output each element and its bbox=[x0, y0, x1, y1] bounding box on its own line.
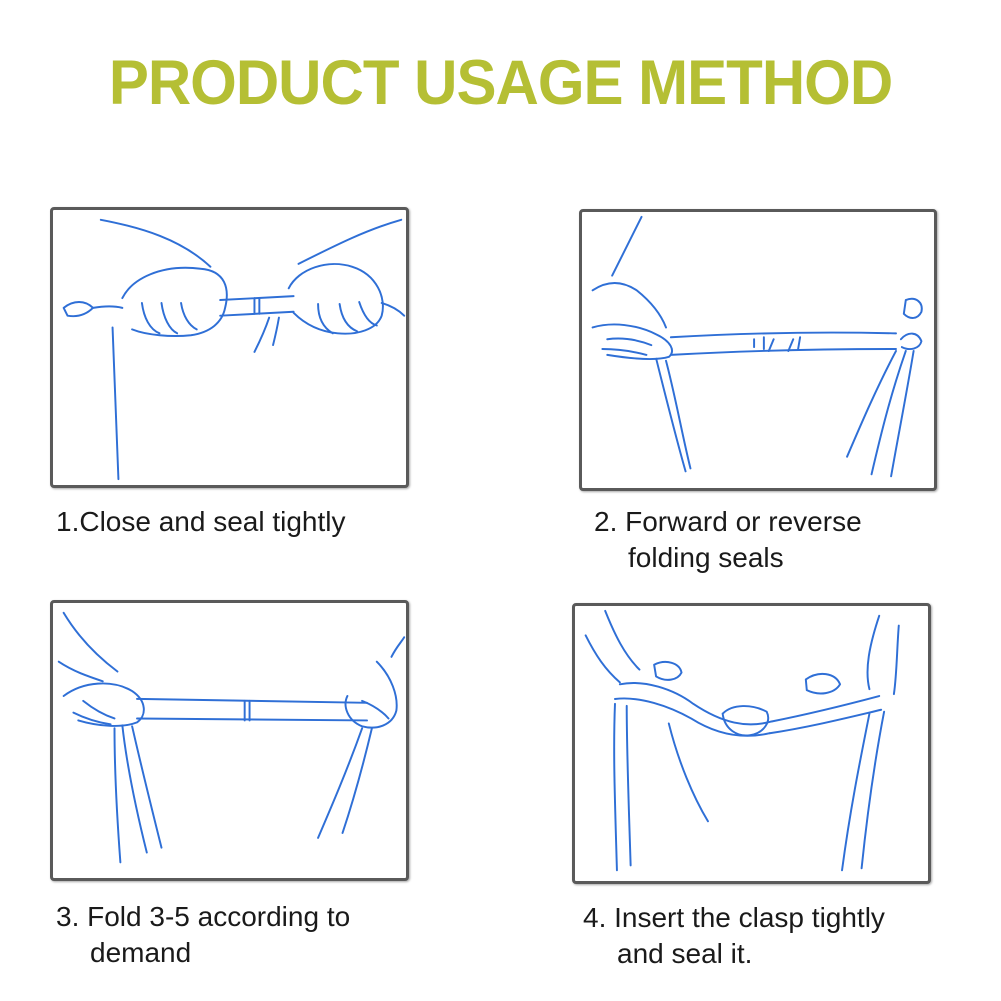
step-3-caption-line-2: demand bbox=[90, 937, 192, 968]
hands-folding-seal-strip-drawing bbox=[591, 215, 923, 478]
step-3-caption: 3. Fold 3-5 according to demand bbox=[56, 899, 350, 971]
hands-inserting-clasp-drawing bbox=[584, 609, 900, 872]
step-1-caption: 1.Close and seal tightly bbox=[56, 504, 346, 540]
page-title: PRODUCT USAGE METHOD bbox=[108, 47, 893, 118]
step-2-caption-line-2: folding seals bbox=[628, 542, 784, 573]
hands-holding-folded-strip-drawing bbox=[57, 611, 406, 864]
step-3-caption-line-1: 3. Fold 3-5 according to bbox=[56, 901, 351, 932]
step-1-illustration bbox=[50, 207, 409, 488]
step-3-illustration bbox=[50, 600, 409, 881]
hands-closing-seal-strip-drawing bbox=[62, 218, 406, 481]
step-2-illustration bbox=[579, 209, 937, 491]
step-1-caption-line-1: 1.Close and seal tightly bbox=[56, 506, 346, 537]
step-2-caption-line-1: 2. Forward or reverse bbox=[594, 506, 862, 537]
step-4-caption-line-1: 4. Insert the clasp tightly bbox=[583, 902, 885, 933]
step-4-caption: 4. Insert the clasp tightly and seal it. bbox=[583, 900, 885, 972]
step-4-caption-line-2: and seal it. bbox=[617, 938, 753, 969]
step-2-caption: 2. Forward or reverse folding seals bbox=[594, 504, 862, 576]
step-4-illustration bbox=[572, 603, 931, 884]
